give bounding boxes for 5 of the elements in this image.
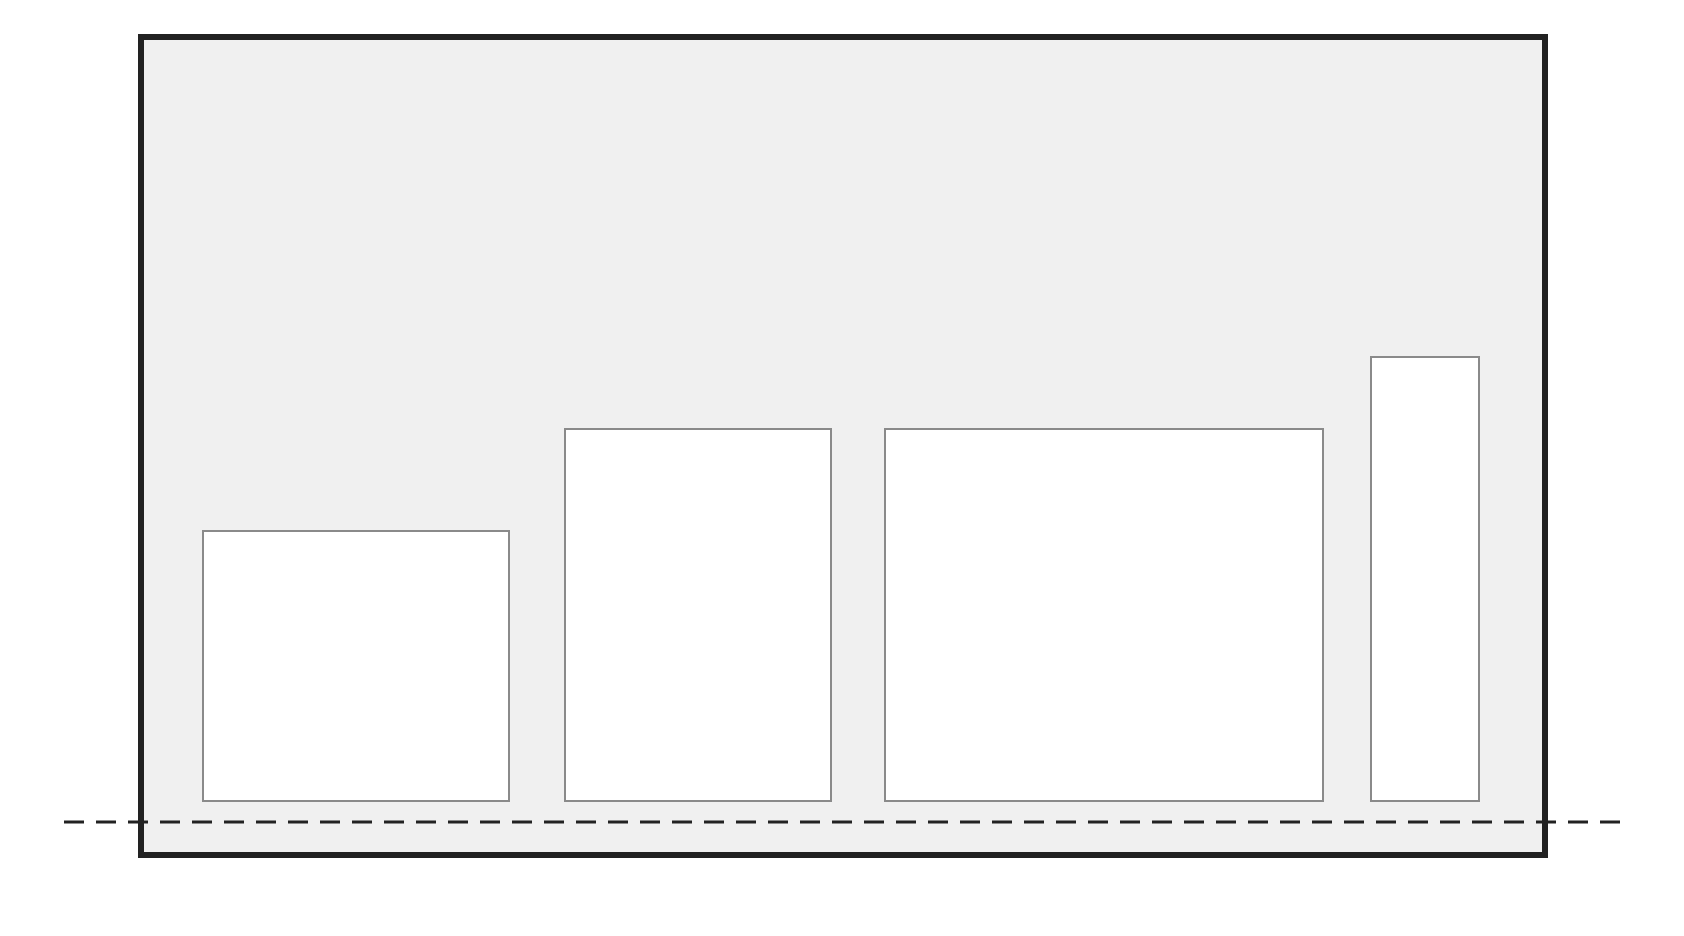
- empty-box: [1370, 356, 1480, 802]
- empty-box: [202, 530, 510, 802]
- container-box: [138, 34, 1548, 858]
- empty-box: [564, 428, 832, 802]
- empty-box: [884, 428, 1324, 802]
